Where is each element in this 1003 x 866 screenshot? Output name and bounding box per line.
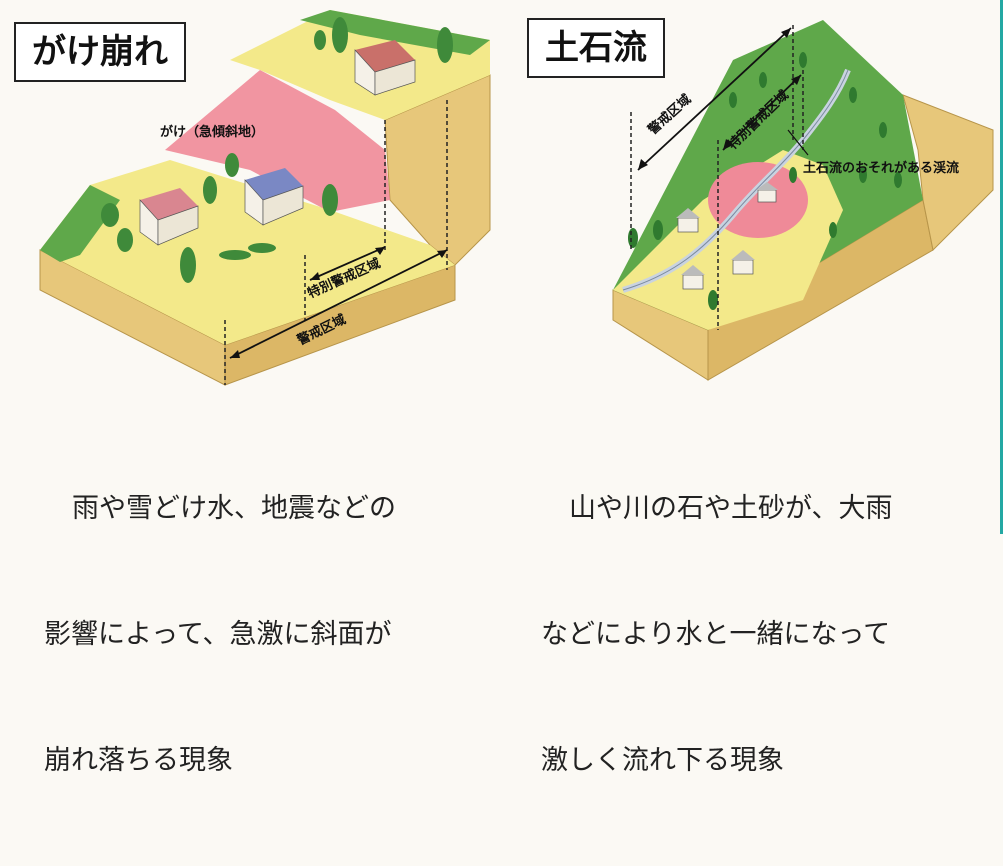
caption-line-2: 影響によって、急激に斜面が xyxy=(44,619,392,650)
debris-flow-caption: 山や川の石や土砂が、大雨 などにより水と一緒になって 激しく流れ下る現象 xyxy=(541,404,991,866)
trees xyxy=(101,17,453,283)
special-zone-area xyxy=(165,70,390,212)
debris-flow-title: 土石流 xyxy=(527,18,665,78)
stream-pointer xyxy=(787,129,809,156)
stream-label: 土石流のおそれがある渓流 xyxy=(803,160,959,176)
landslide-panel: がけ（急傾斜地） 特別警戒区域 警戒区域 がけ崩れ 雨や雪どけ水、地震などの 影… xyxy=(0,0,500,776)
warning-zone-label: 警戒区域 xyxy=(645,91,694,138)
house-upper xyxy=(354,40,416,96)
caption-line-3: 崩れ落ちる現象 xyxy=(44,745,233,776)
lower-grass xyxy=(40,185,120,262)
caption-line-3: 激しく流れ下る現象 xyxy=(541,745,784,776)
house-right xyxy=(244,168,304,226)
landslide-caption: 雨や雪どけ水、地震などの 影響によって、急激に斜面が 崩れ落ちる現象 xyxy=(44,404,494,866)
debris-flow-illustration: 警戒区域 特別警戒区域 土石流のおそれがある渓流 xyxy=(612,20,994,381)
caption-line-1: 雨や雪どけ水、地震などの xyxy=(72,493,396,524)
mountain-side-face xyxy=(902,94,994,252)
warning-zone-arrow xyxy=(229,249,448,359)
landslide-illustration: がけ（急傾斜地） 特別警戒区域 警戒区域 xyxy=(39,10,491,386)
caption-line-2: などにより水と一緒になって xyxy=(541,619,891,650)
house-left xyxy=(139,188,199,246)
accent-edge xyxy=(1000,0,1003,534)
cliff-label: がけ（急傾斜地） xyxy=(160,124,264,140)
landslide-title: がけ崩れ xyxy=(14,22,186,82)
special-zone-arrow xyxy=(722,74,802,151)
special-zone-arrow xyxy=(309,246,386,281)
debris-flow-panel: 警戒区域 特別警戒区域 土石流のおそれがある渓流 土石流 山や川の石や土砂が、大… xyxy=(503,0,1003,776)
caption-line-1: 山や川の石や土砂が、大雨 xyxy=(569,493,893,524)
houses xyxy=(676,182,778,290)
trees xyxy=(628,52,902,310)
warning-zone-arrow xyxy=(637,27,792,171)
